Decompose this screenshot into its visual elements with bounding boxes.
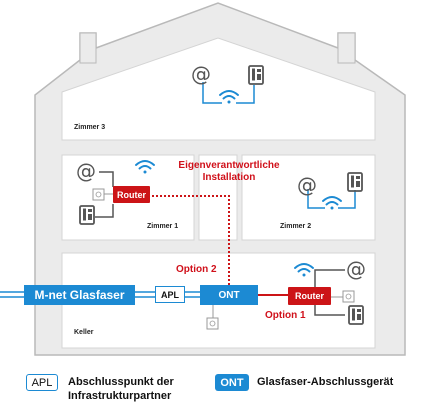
router-zimmer1: Router xyxy=(113,186,150,203)
router-keller: Router xyxy=(288,287,331,305)
room-label-zimmer3: Zimmer 3 xyxy=(74,124,106,131)
wifi-icon xyxy=(135,160,155,174)
socket-icon xyxy=(92,188,105,201)
self-install-line1: Eigenverantwortliche xyxy=(178,160,280,171)
wifi-icon xyxy=(322,196,342,210)
chimney-left xyxy=(79,32,97,64)
room-zimmer3 xyxy=(61,37,376,141)
legend-ont-box: ONT xyxy=(215,374,249,391)
room-label-zimmer2: Zimmer 2 xyxy=(280,223,312,230)
phone-icon xyxy=(79,205,95,225)
self-install-line2: Installation xyxy=(202,172,256,183)
zimmer3-connections xyxy=(202,82,255,104)
room-middle xyxy=(198,154,238,241)
mnet-fiber-box: M-net Glasfaser xyxy=(24,285,135,305)
socket-icon xyxy=(342,290,355,303)
socket-icon xyxy=(206,317,219,330)
cellar-connections xyxy=(314,269,345,316)
zimmer2-connections xyxy=(307,189,356,209)
phone-icon xyxy=(248,65,264,85)
phone-icon xyxy=(347,172,363,192)
wifi-icon xyxy=(219,90,239,104)
at-email-icon: @ xyxy=(346,257,366,281)
chimney-right xyxy=(337,32,356,64)
room-label-zimmer1: Zimmer 1 xyxy=(147,223,179,230)
legend-apl-text: Abschlusspunkt der Infrastrukturpartner xyxy=(68,375,174,403)
self-install-label: Eigenverantwortliche Installation xyxy=(170,160,288,184)
at-email-icon: @ xyxy=(76,159,96,183)
option1-label: Option 1 xyxy=(265,310,306,321)
at-email-icon: @ xyxy=(191,62,211,86)
option2-label: Option 2 xyxy=(176,264,217,275)
legend-apl-line2: Infrastrukturpartner xyxy=(68,390,172,402)
zimmer1-connections xyxy=(95,171,114,218)
at-email-icon: @ xyxy=(297,173,317,197)
legend-apl-box: APL xyxy=(26,374,58,391)
wifi-icon xyxy=(294,263,314,277)
option2-dotted-cable xyxy=(150,195,230,285)
phone-icon xyxy=(348,305,364,325)
legend-ont-text: Glasfaser-Abschlussgerät xyxy=(257,376,394,388)
house-diagram xyxy=(0,2,406,356)
room-label-keller: Keller xyxy=(74,329,94,336)
apl-box: APL xyxy=(155,286,185,303)
legend-apl-line1: Abschlusspunkt der xyxy=(68,376,174,388)
ont-box: ONT xyxy=(200,285,258,305)
